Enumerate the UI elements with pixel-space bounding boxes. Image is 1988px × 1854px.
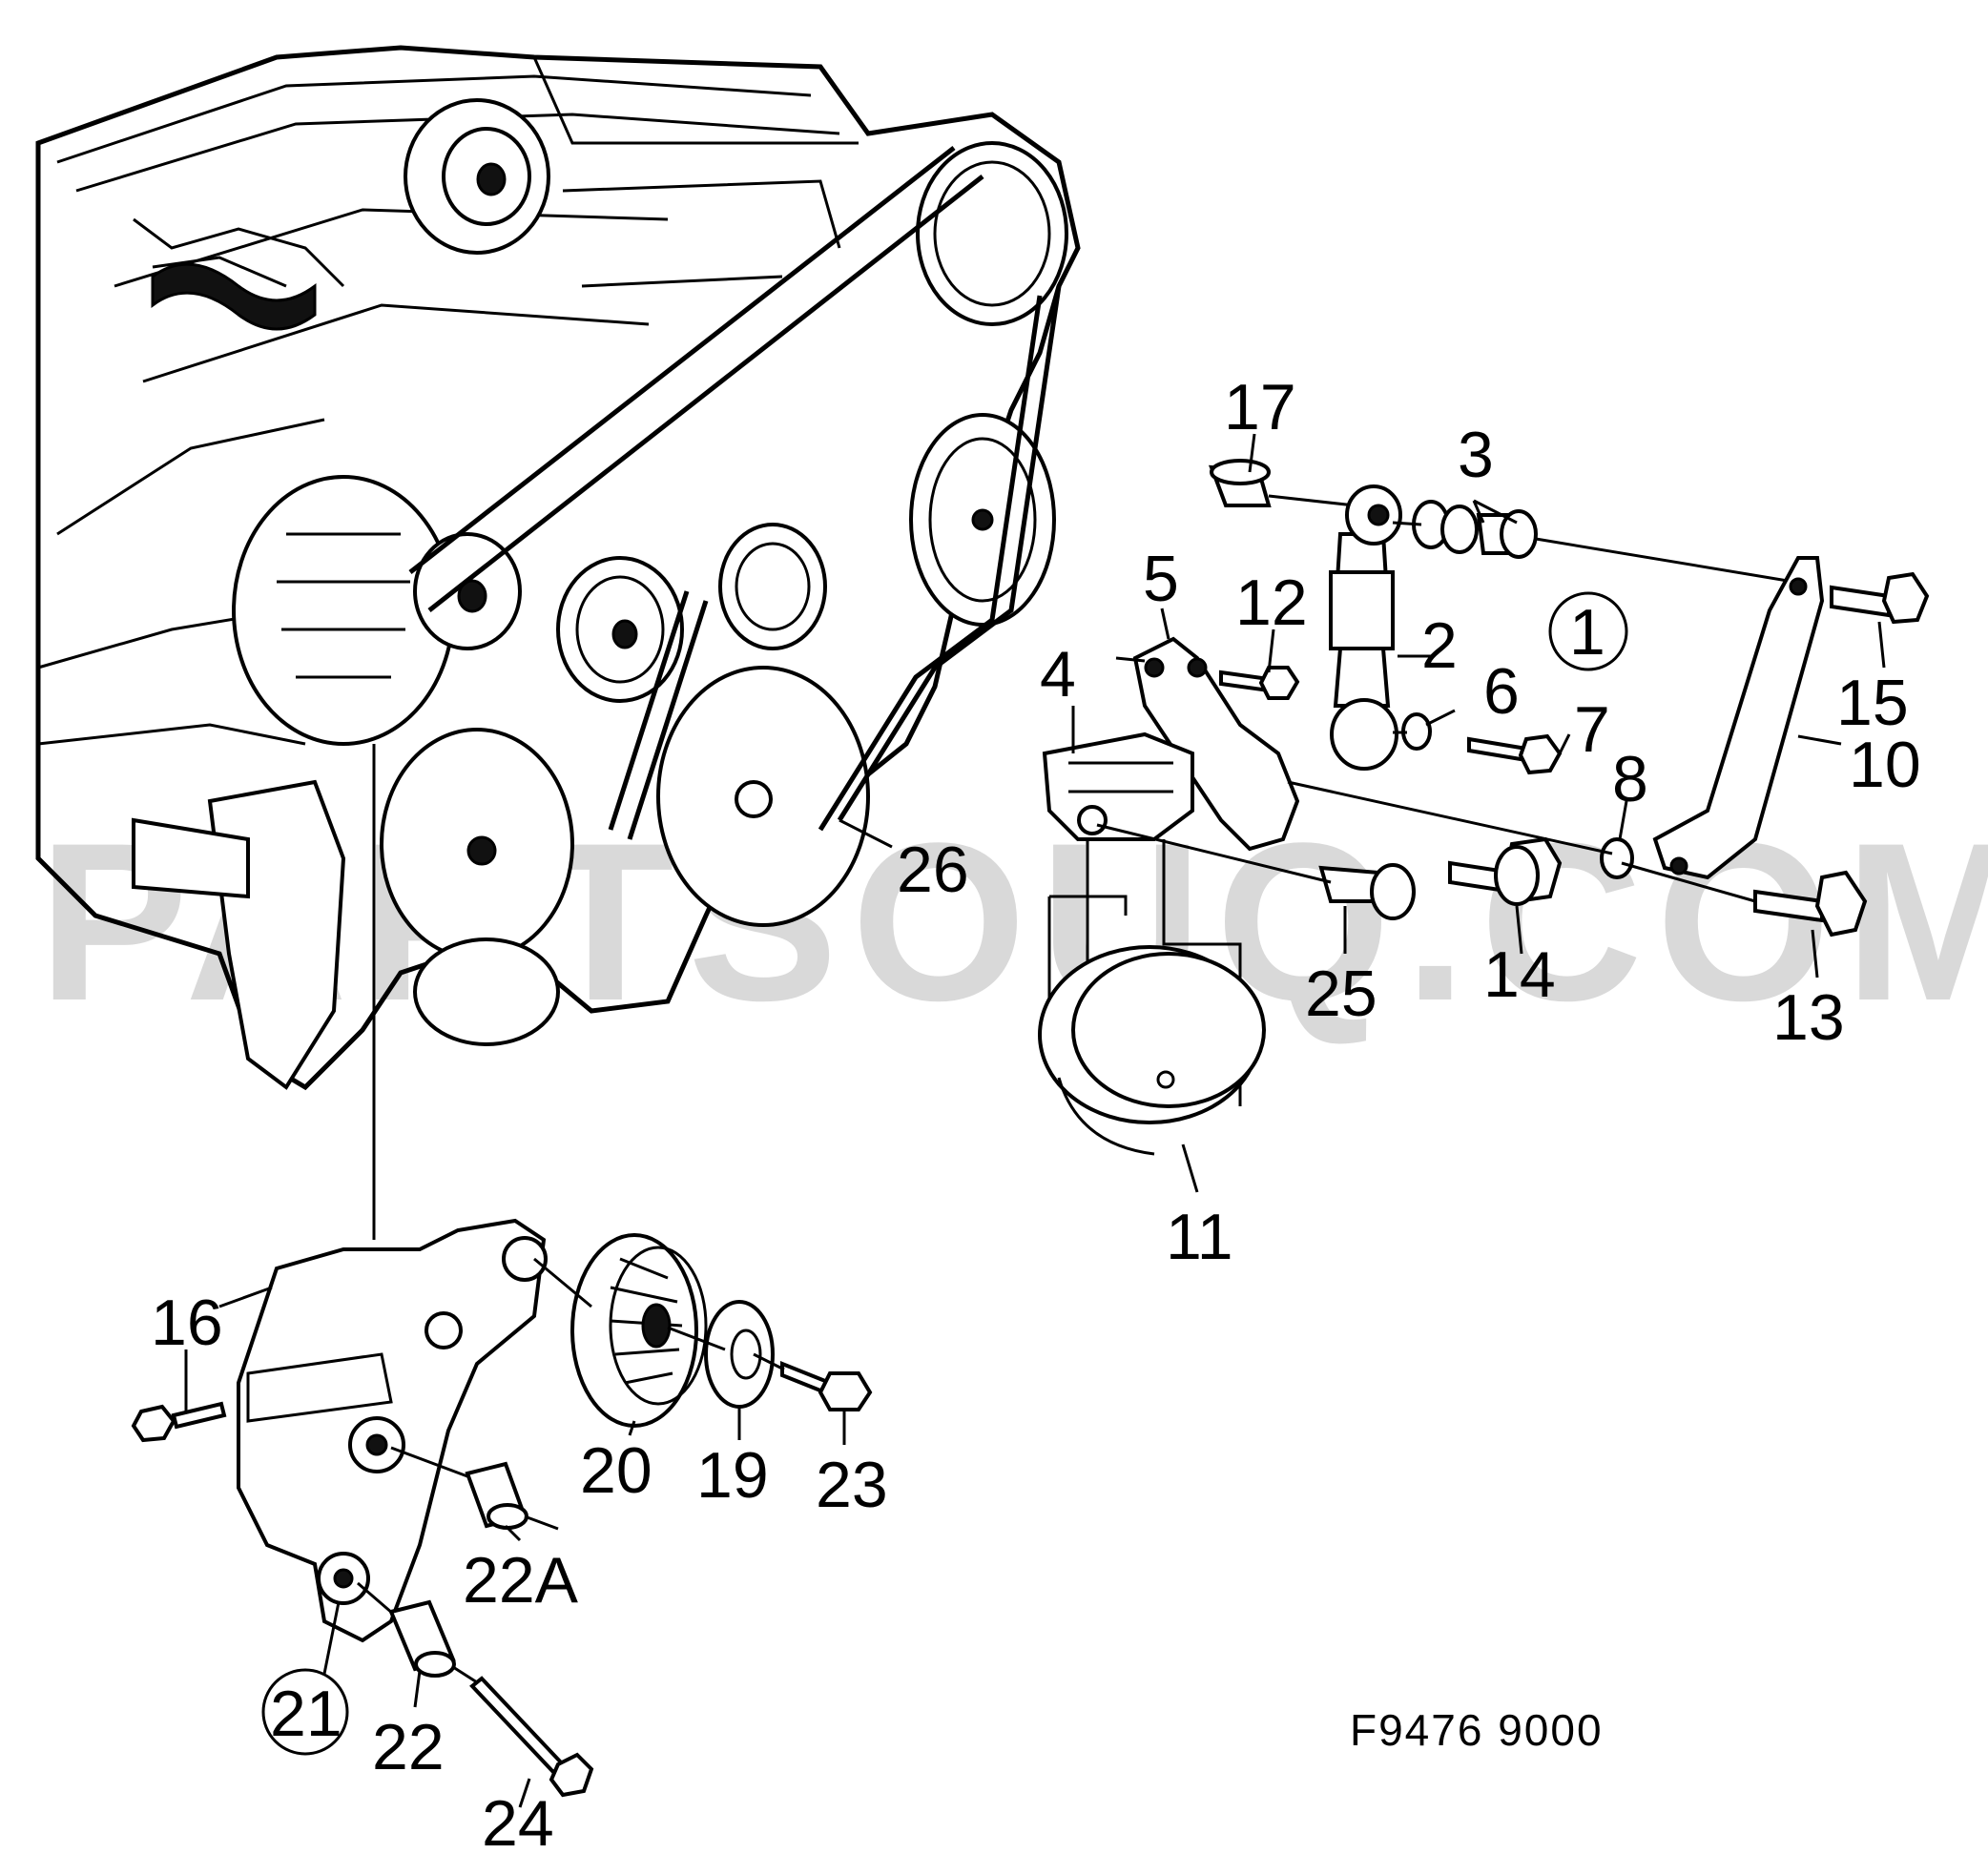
- callout-15: 15: [1836, 667, 1909, 739]
- callout-1-circle: [1548, 591, 1628, 671]
- callout-4: 4: [1040, 638, 1076, 711]
- callout-7: 7: [1574, 693, 1610, 766]
- callout-labels: 17 3 5 12 1 2 4 6 15 7 8 10 26 25 14 13 …: [151, 371, 1921, 1854]
- callout-20: 20: [580, 1434, 652, 1507]
- callout-6: 6: [1483, 655, 1520, 728]
- callout-13: 13: [1772, 981, 1845, 1054]
- engine-assembly: [35, 45, 1081, 1091]
- callout-26: 26: [897, 834, 969, 906]
- callout-21-circle: [261, 1668, 349, 1756]
- callout-17: 17: [1224, 371, 1296, 443]
- callout-22: 22: [372, 1711, 445, 1783]
- callout-8: 8: [1612, 743, 1648, 815]
- callout-22a: 22A: [463, 1544, 579, 1617]
- callout-1: 1: [1569, 596, 1605, 669]
- figure-code: F9476 9000: [1350, 1705, 1604, 1755]
- callout-2: 2: [1421, 609, 1458, 682]
- callout-14: 14: [1483, 938, 1556, 1011]
- callout-25: 25: [1305, 958, 1377, 1030]
- callout-24: 24: [482, 1787, 554, 1854]
- callout-5: 5: [1143, 543, 1179, 615]
- callout-19: 19: [696, 1439, 769, 1512]
- callout-23: 23: [816, 1449, 888, 1521]
- callout-3: 3: [1458, 419, 1494, 491]
- callout-12: 12: [1235, 566, 1308, 639]
- tensioner-assembly: [131, 1218, 873, 1798]
- callout-16: 16: [151, 1287, 223, 1359]
- callout-10: 10: [1849, 729, 1921, 801]
- callout-11: 11: [1166, 1201, 1233, 1273]
- damper-bracket-assembly: [1038, 459, 1930, 1156]
- leader-lines: [184, 433, 1886, 1808]
- callout-21: 21: [270, 1678, 342, 1750]
